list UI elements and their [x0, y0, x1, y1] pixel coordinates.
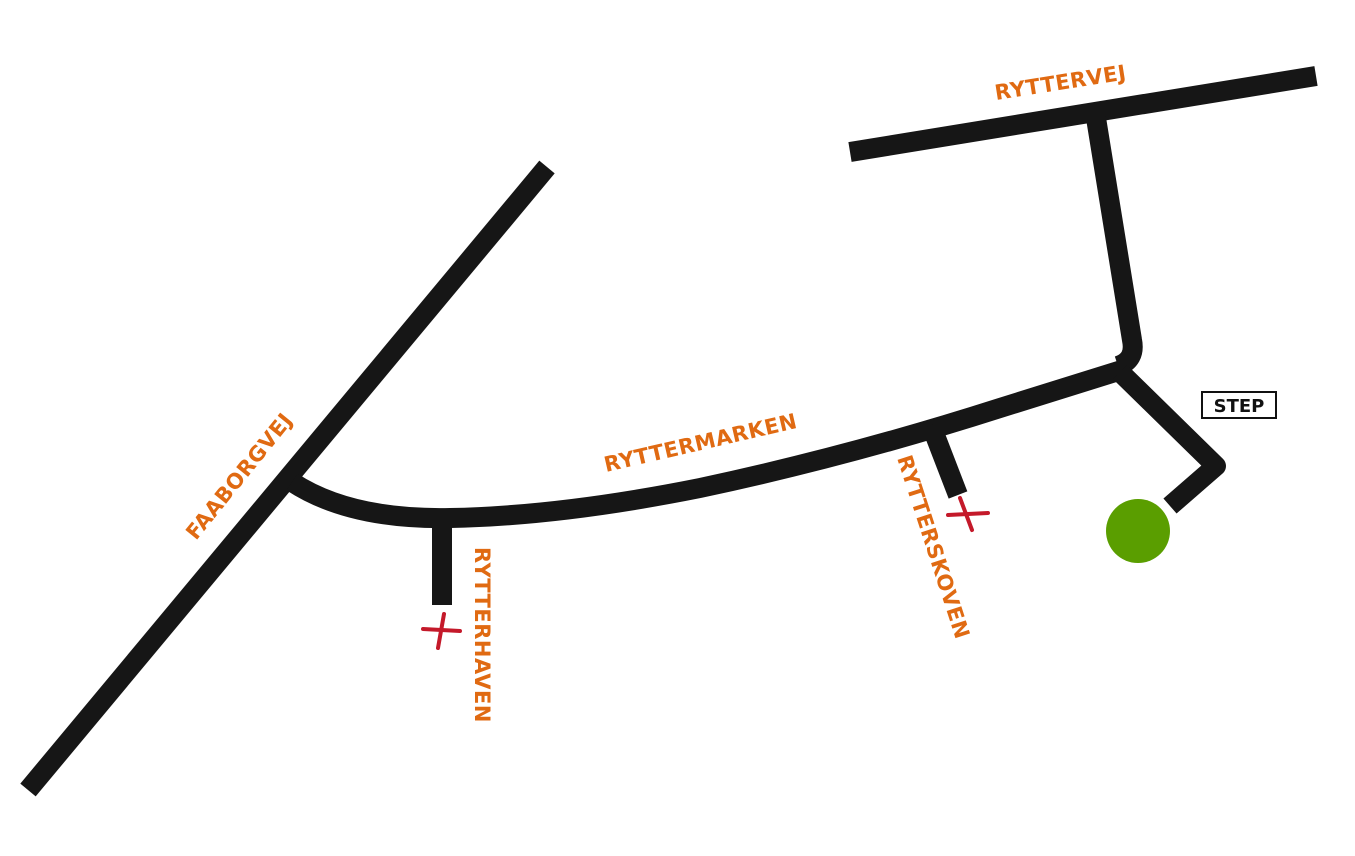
road-ryttervej — [848, 66, 1318, 162]
step-sign: STEP — [1201, 391, 1277, 419]
label-rytterhaven: RYTTERHAVEN — [470, 547, 494, 723]
label-ryttervej: RYTTERVEJ — [993, 60, 1128, 104]
road-faaborgvej — [20, 160, 555, 797]
closed-marker-rytterskoven — [946, 496, 990, 532]
closed-marker-rytterhaven — [421, 612, 462, 650]
road-ryttermarken — [286, 358, 1131, 529]
road-rytterskoven — [921, 421, 968, 499]
step-sign-label: STEP — [1214, 396, 1265, 417]
destination-marker-icon[interactable] — [1106, 499, 1170, 563]
road-to-step — [1113, 364, 1226, 514]
road-connector — [1086, 116, 1143, 376]
